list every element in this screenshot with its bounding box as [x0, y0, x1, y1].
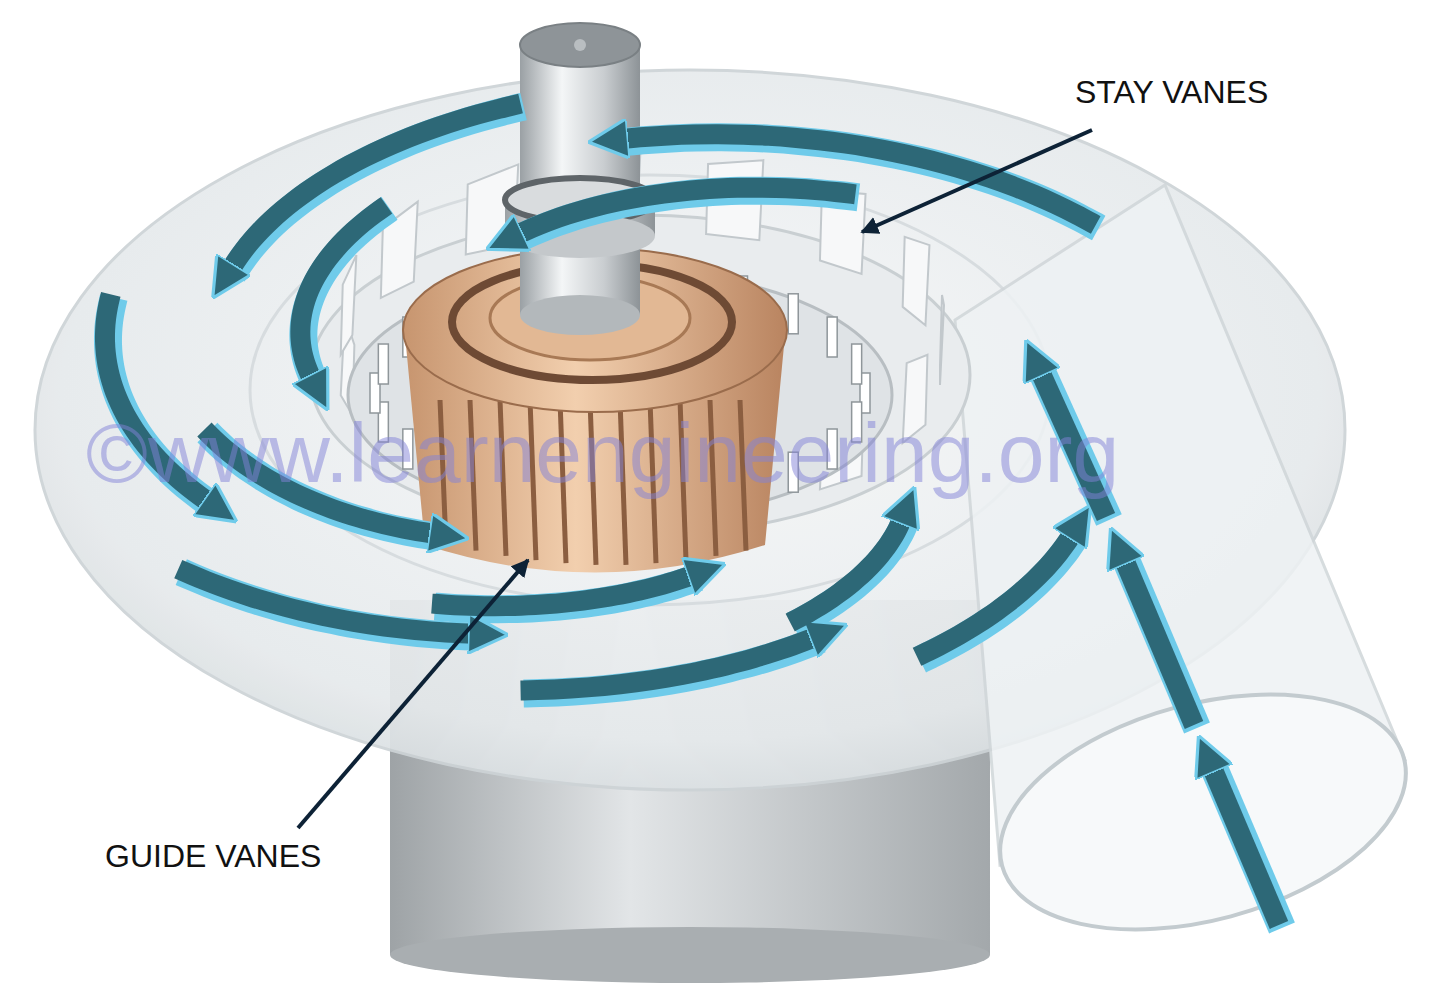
part-label-holder: STAY VANES	[1075, 74, 1268, 111]
leader-line	[862, 130, 1092, 232]
part-label-holder: GUIDE VANES	[105, 838, 321, 875]
guide-vane	[378, 344, 388, 384]
casing-inner-edge	[250, 175, 1050, 605]
stay-vane	[903, 237, 930, 325]
guide-vane	[852, 344, 862, 384]
flow-arrow-edge	[233, 107, 524, 274]
draft-tube-end	[390, 927, 990, 983]
flow-arrow	[620, 134, 1096, 225]
flow-arrow	[1123, 557, 1194, 725]
stay-vane	[341, 255, 357, 355]
shaft-cap	[520, 23, 640, 67]
shaft-cap-centre	[574, 39, 586, 51]
flow-arrow	[790, 517, 903, 623]
stay-vane	[940, 295, 944, 385]
flow-arrow	[521, 636, 818, 690]
guide-vane	[788, 294, 798, 334]
watermark-holder: ©www.learnengineering.org	[86, 405, 1119, 502]
flow-arrow	[230, 104, 521, 271]
guide-vane	[827, 317, 837, 357]
flow-arrows	[105, 104, 1282, 928]
flow-arrow	[300, 205, 386, 382]
shaft	[505, 23, 655, 335]
watermark: ©www.learnengineering.org	[86, 405, 1119, 502]
part-label: GUIDE VANES	[105, 838, 321, 875]
flow-arrow	[917, 532, 1073, 657]
shaft-base	[520, 295, 640, 335]
flow-arrow	[515, 188, 855, 236]
flow-arrow	[432, 574, 695, 606]
inlet-pipe-mouth	[974, 654, 1432, 970]
flow-arrow	[178, 569, 476, 634]
flow-arrow	[1211, 765, 1279, 925]
part-label: STAY VANES	[1075, 74, 1268, 111]
leader-line	[298, 560, 528, 828]
